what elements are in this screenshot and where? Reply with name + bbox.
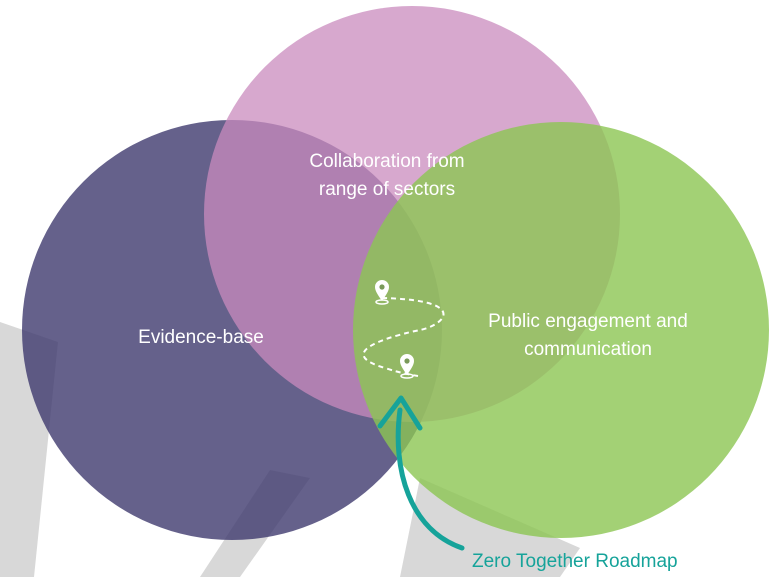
map-pin-icon	[400, 354, 414, 379]
roadmap-label: Zero Together Roadmap	[472, 551, 678, 572]
circle-label-collaboration: Collaboration from range of sectors	[262, 148, 512, 204]
label-line: Public engagement and	[488, 311, 688, 332]
stripe-right	[400, 478, 580, 577]
label-line: Evidence-base	[138, 327, 264, 348]
circle-public	[353, 122, 769, 538]
label-line: Collaboration from	[309, 151, 465, 172]
circle-label-evidence: Evidence-base	[96, 324, 306, 352]
label-line: range of sectors	[318, 179, 456, 200]
roadmap-route	[362, 297, 445, 377]
callout-arrow	[377, 395, 465, 551]
label-line: communication	[524, 339, 652, 360]
circle-label-public: Public engagement and communication	[440, 308, 736, 364]
map-pin-icon	[375, 280, 389, 305]
